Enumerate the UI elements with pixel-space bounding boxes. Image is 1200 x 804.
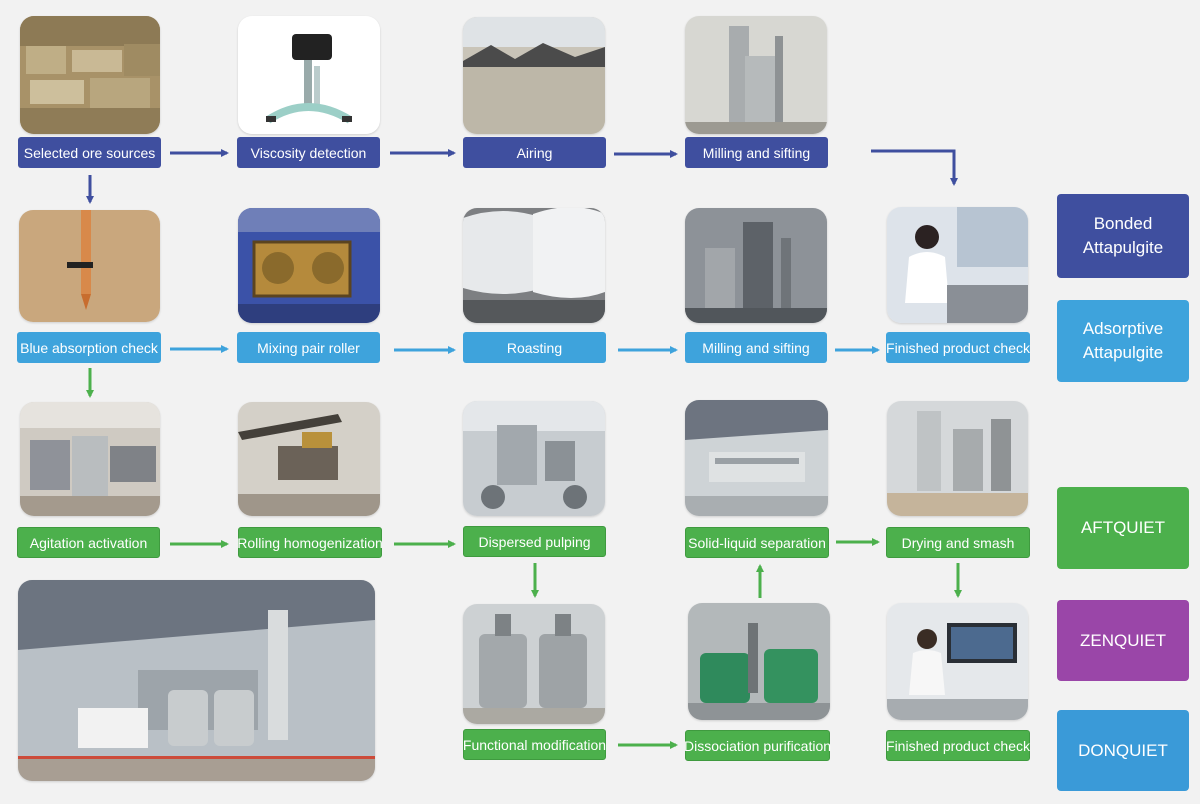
rolling-machine-photo — [238, 402, 380, 516]
modification-tanks-photo — [463, 604, 605, 724]
step-dissociation-purification: Dissociation purification — [684, 730, 831, 761]
viscometer-photo — [238, 16, 380, 134]
purification-pumps-photo — [688, 603, 830, 720]
step-blue-absorption-check: Blue absorption check — [17, 332, 161, 363]
legend-adsorptive-attapulgite: Adsorptive Attapulgite — [1057, 300, 1189, 382]
step-milling-and-sifting-bonded: Milling and sifting — [685, 137, 828, 168]
legend-donquiet: DONQUIET — [1057, 710, 1189, 791]
step-agitation-activation: Agitation activation — [17, 527, 160, 558]
legend-bonded-attapulgite: Bonded Attapulgite — [1057, 194, 1189, 278]
raymond-mill-photo-1 — [685, 16, 827, 134]
pair-roller-photo — [238, 208, 380, 323]
step-roasting: Roasting — [463, 332, 606, 363]
step-viscosity-detection: Viscosity detection — [237, 137, 380, 168]
legend-zenquiet: ZENQUIET — [1057, 600, 1189, 681]
roasting-kiln-photo — [463, 208, 605, 323]
step-selected-ore-sources: Selected ore sources — [18, 137, 161, 168]
blue-absorption-burette-photo — [19, 210, 160, 322]
lab-operator-photo — [887, 603, 1028, 720]
arrow-milling-to-finished-check — [871, 149, 958, 186]
step-dispersed-pulping: Dispersed pulping — [463, 526, 606, 557]
step-milling-and-sifting-adsorptive: Milling and sifting — [685, 332, 827, 363]
filter-press-photo — [685, 400, 828, 516]
ore-rock-photo — [20, 16, 160, 134]
lab-technician-photo — [887, 207, 1028, 323]
airing-field-photo — [463, 17, 605, 134]
step-solid-liquid-separation: Solid-liquid separation — [685, 527, 829, 558]
factory-overview-photo — [18, 580, 375, 781]
step-rolling-homogenization: Rolling homogenization — [237, 527, 383, 558]
pulping-equipment-photo — [463, 401, 605, 516]
legend-aftquiet: AFTQUIET — [1057, 487, 1189, 569]
activation-machine-photo — [20, 402, 160, 516]
raymond-mill-photo-2 — [685, 208, 827, 323]
step-finished-product-check-lower: Finished product check — [886, 730, 1030, 761]
step-airing: Airing — [463, 137, 606, 168]
step-finished-product-check-upper: Finished product check — [886, 332, 1030, 363]
step-functional-modification: Functional modification — [463, 729, 606, 760]
step-drying-and-smash: Drying and smash — [886, 527, 1030, 558]
drying-plant-photo — [887, 401, 1028, 516]
step-mixing-pair-roller: Mixing pair roller — [237, 332, 380, 363]
